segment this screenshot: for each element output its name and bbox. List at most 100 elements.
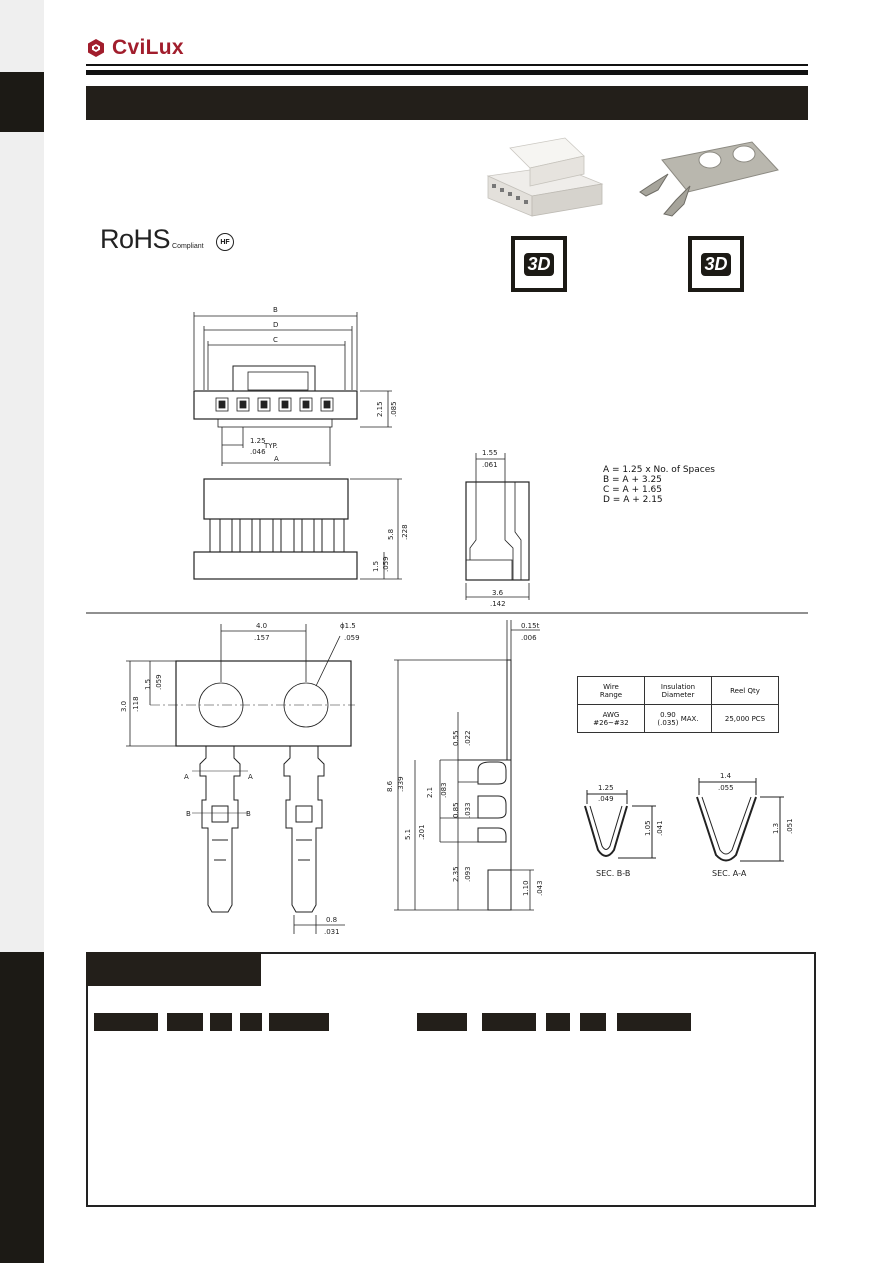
dim-d-label: D: [273, 321, 278, 329]
3d-model-button[interactable]: 3D: [511, 236, 567, 292]
width-in: .031: [324, 928, 340, 936]
formula-d: D = A + 2.15: [603, 495, 663, 505]
d055-mm: 0.55: [452, 730, 460, 746]
side-top-in: .061: [482, 461, 498, 469]
ordering-header: [86, 952, 261, 986]
aa-h-in: .051: [786, 818, 794, 834]
side-w-in: .142: [490, 600, 506, 608]
d21-in: .083: [440, 782, 448, 798]
pn-segment: [617, 1013, 691, 1031]
td-qty: 25,000 PCS: [711, 704, 779, 733]
front-h-mm: 5.8: [387, 529, 395, 540]
pitch-note: TYP.: [263, 442, 278, 450]
3d-model-icon: 3D: [692, 240, 740, 288]
ins-note: MAX.: [680, 714, 699, 723]
terminal-side-view: [394, 620, 540, 911]
bb-h-mm: 1.05: [644, 820, 652, 836]
title-banner: [86, 86, 808, 120]
tp-pitch-mm: 4.0: [256, 622, 267, 630]
side-w-mm: 3.6: [492, 589, 504, 597]
pn-segment: [167, 1013, 203, 1031]
carrier-h-mm: 3.0: [120, 701, 128, 712]
ins-mm: 0.90: [660, 710, 676, 719]
thick-mm: 0.15t: [521, 622, 540, 630]
3d-label: 3D: [701, 252, 731, 276]
pn-segment: [210, 1013, 232, 1031]
housing-photo: [486, 137, 604, 217]
header-rule-thick: [86, 70, 808, 75]
carrier-h-in: .118: [132, 696, 140, 712]
total-mm: 8.6: [386, 780, 394, 792]
pn-segment: [546, 1013, 570, 1031]
d235-in: .093: [464, 866, 472, 882]
front-h-in: .228: [401, 524, 409, 540]
hole-mm: ϕ1.5: [340, 622, 356, 630]
rohs-text: RoHS: [100, 224, 171, 254]
bb-w-mm: 1.25: [598, 784, 614, 792]
formula-c: C = A + 1.65: [603, 485, 663, 495]
aa-w-in: .055: [718, 784, 734, 792]
halogen-free-icon: HF: [216, 233, 234, 251]
wire-awg: AWG: [602, 710, 620, 719]
3d-label: 3D: [524, 252, 554, 276]
side-top-mm: 1.55: [482, 449, 498, 457]
pitch-mm: 1.25: [250, 437, 266, 445]
section-bb: [584, 790, 656, 859]
d21-mm: 2.1: [426, 787, 434, 798]
terminal-front-view: [126, 624, 355, 934]
td-wire: AWG#26~#32: [577, 704, 645, 733]
section-aa: [696, 778, 784, 862]
side-tab-top: [0, 72, 44, 132]
dimension-formulas: A = 1.25 x No. of Spaces B = A + 3.25 C …: [603, 465, 715, 505]
total-in: .339: [397, 776, 405, 792]
spec-table: Wire Range Insulation Diameter Reel Qty …: [577, 676, 779, 733]
thick-in: .006: [521, 634, 537, 642]
bb-w-in: .049: [598, 795, 614, 803]
wire-range: #26~#32: [593, 718, 629, 727]
ins-in: (.035): [657, 718, 679, 727]
tp-pitch-in: .157: [254, 634, 270, 642]
sec-b-left: B: [186, 810, 191, 818]
half-h-in: .059: [155, 674, 163, 690]
d51-mm: 5.1: [404, 829, 412, 840]
base-h-in: .059: [382, 556, 390, 572]
d055-in: .022: [464, 730, 472, 746]
formula-b: B = A + 3.25: [603, 475, 662, 485]
housing-top-view: [193, 312, 392, 466]
dim-c-label: C: [273, 336, 278, 344]
bb-h-in: .041: [656, 820, 664, 836]
dim-b-label: B: [273, 306, 278, 314]
3d-model-icon: 3D: [515, 240, 563, 288]
sec-b-right: B: [246, 810, 251, 818]
base-h-mm: 1.5: [372, 561, 380, 572]
terminal-photo: [639, 141, 779, 217]
th-reel-qty: Reel Qty: [711, 676, 779, 705]
th-wire-range: Wire Range: [577, 676, 645, 705]
sec-a-left: A: [184, 773, 189, 781]
d110-mm: 1.10: [522, 880, 530, 896]
brand-logo: CviLux: [86, 36, 184, 60]
d235-mm: 2.35: [452, 866, 460, 882]
half-h-mm: 1.5: [144, 679, 152, 690]
pn-segment: [269, 1013, 329, 1031]
height-in: .085: [390, 401, 398, 417]
pn-segment: [580, 1013, 606, 1031]
d085-mm: 0.85: [452, 802, 460, 818]
rohs-mark: RoHS Compliant: [100, 226, 204, 253]
pn-segment: [482, 1013, 536, 1031]
aa-h-mm: 1.3: [772, 823, 780, 834]
aa-w-mm: 1.4: [720, 772, 732, 780]
sec-bb-label: SEC. B-B: [596, 869, 630, 878]
3d-model-button[interactable]: 3D: [688, 236, 744, 292]
d085-in: .033: [464, 802, 472, 818]
formula-a: A = 1.25 x No. of Spaces: [603, 465, 715, 475]
housing-side-view: [465, 453, 530, 600]
sec-a-right: A: [248, 773, 253, 781]
side-tab-bottom: [0, 952, 44, 1263]
housing-front-view: [193, 478, 402, 580]
rohs-compliant: Compliant: [172, 243, 204, 250]
pn-segment: [240, 1013, 262, 1031]
header-rule-thin: [86, 64, 808, 66]
width-mm: 0.8: [326, 916, 337, 924]
